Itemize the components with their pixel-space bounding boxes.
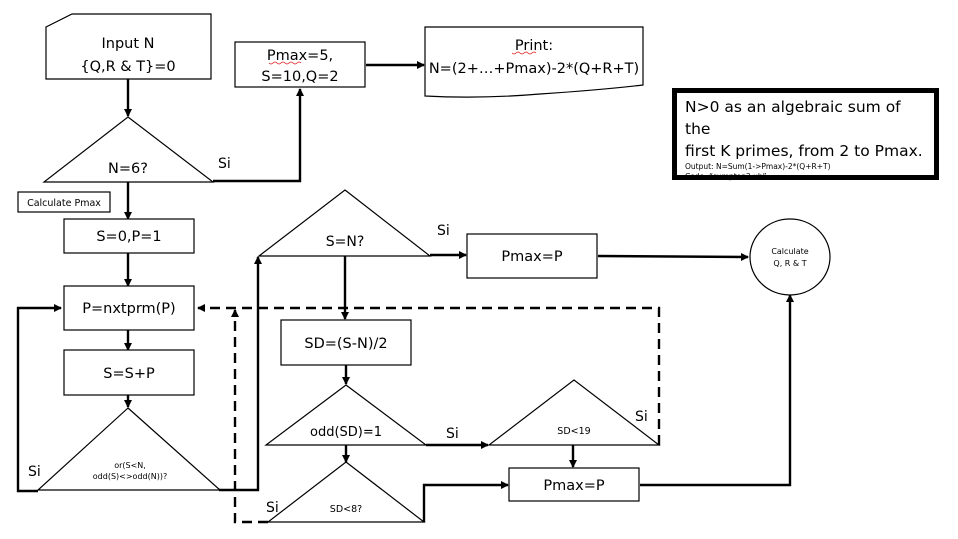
process-pmax-p-top-text: Pmax=P bbox=[501, 249, 562, 265]
decision-n-equals-6 bbox=[42, 116, 215, 183]
process-pmax-p-bottom-text: Pmax=P bbox=[543, 478, 604, 494]
edge-pmax-bottom-to-calc bbox=[640, 294, 794, 487]
edge-n6-yes-to-pmax5 bbox=[213, 88, 304, 183]
process-sum bbox=[63, 349, 195, 396]
process-pmax5 bbox=[234, 41, 366, 88]
decision-sd-lt-19-text: SD<19 bbox=[557, 426, 590, 437]
note-title-line1: N>0 as an algebraic sum of the bbox=[685, 98, 901, 138]
decision-sd-lt-8-text: SD<8? bbox=[330, 504, 362, 515]
edge-pmax-to-calc bbox=[597, 252, 749, 261]
edge-label-sd8-yes: Si bbox=[266, 500, 279, 516]
print-line2: N=(2+…+Pmax)-2*(Q+R+T) bbox=[429, 61, 639, 77]
process-nxtprm bbox=[63, 285, 195, 331]
calculate-qrt-node bbox=[749, 218, 831, 296]
process-pmax5-line2: S=10,Q=2 bbox=[261, 69, 338, 85]
spell-underline bbox=[511, 51, 537, 55]
calculate-pmax-label: Calculate Pmax bbox=[27, 198, 101, 209]
edge-loop-no-to-sn bbox=[219, 256, 262, 492]
calculate-qrt-line2: Q, R & T bbox=[773, 259, 806, 268]
decision-s-equals-n-text: S=N? bbox=[326, 234, 365, 250]
process-init-s-p bbox=[63, 218, 195, 254]
decision-loop-line1: or(S<N, bbox=[114, 461, 146, 470]
decision-loop-line2: odd(S)<>odd(N))? bbox=[93, 472, 167, 481]
edge-sd8-no-to-pmax bbox=[422, 481, 509, 522]
note-output: Output: N=Sum(1->Pmax)-2*(Q+R+T) bbox=[685, 162, 831, 171]
process-pmax5-line1: Pmax=5, bbox=[267, 48, 333, 64]
print-line1: Print: bbox=[515, 38, 553, 54]
description-note: N>0 as an algebraic sum of the first K p… bbox=[672, 88, 939, 181]
process-sum-text: S=S+P bbox=[103, 366, 155, 382]
spell-underline bbox=[268, 61, 302, 65]
edge-label-sn-yes: Si bbox=[437, 223, 450, 239]
process-nxtprm-text: P=nxtprm(P) bbox=[82, 301, 175, 317]
print-node bbox=[424, 26, 644, 98]
decision-odd-sd bbox=[264, 384, 428, 446]
process-sd-calc-text: SD=(S-N)/2 bbox=[304, 336, 387, 352]
process-sd-calc bbox=[280, 319, 412, 366]
decision-sd-lt-8 bbox=[266, 461, 426, 523]
edge-label-sd19-yes: Si bbox=[635, 409, 648, 425]
decision-sd-lt-19 bbox=[487, 379, 661, 446]
edge-label-loop-yes: Si bbox=[28, 464, 41, 480]
edge-sd8-yes-dashed-back bbox=[231, 309, 268, 524]
decision-odd-sd-text: odd(SD)=1 bbox=[310, 425, 382, 440]
note-code: Code: “sumpton2.ub” bbox=[685, 172, 767, 181]
decision-n-equals-6-text: N=6? bbox=[108, 161, 148, 177]
input-line1: Input N bbox=[101, 36, 154, 52]
edge-label-odd-yes: Si bbox=[446, 426, 459, 442]
calculate-qrt-line1: Calculate bbox=[771, 247, 808, 256]
input-node bbox=[45, 13, 212, 80]
edge-sd19-yes-dashed-back bbox=[197, 304, 661, 445]
process-pmax-p-bottom bbox=[508, 467, 640, 502]
calculate-pmax-label-box bbox=[17, 191, 111, 213]
input-line2: {Q,R & T}=0 bbox=[80, 59, 175, 75]
edge-loop-yes-back bbox=[16, 304, 62, 493]
decision-loop-condition bbox=[36, 407, 222, 491]
edge-label-n6-yes: Si bbox=[218, 156, 231, 172]
process-init-s-p-text: S=0,P=1 bbox=[96, 229, 161, 245]
decision-s-equals-n bbox=[257, 189, 432, 257]
note-title-line2: first K primes, from 2 to Pmax. bbox=[685, 142, 923, 160]
process-pmax-p-top bbox=[466, 233, 598, 279]
